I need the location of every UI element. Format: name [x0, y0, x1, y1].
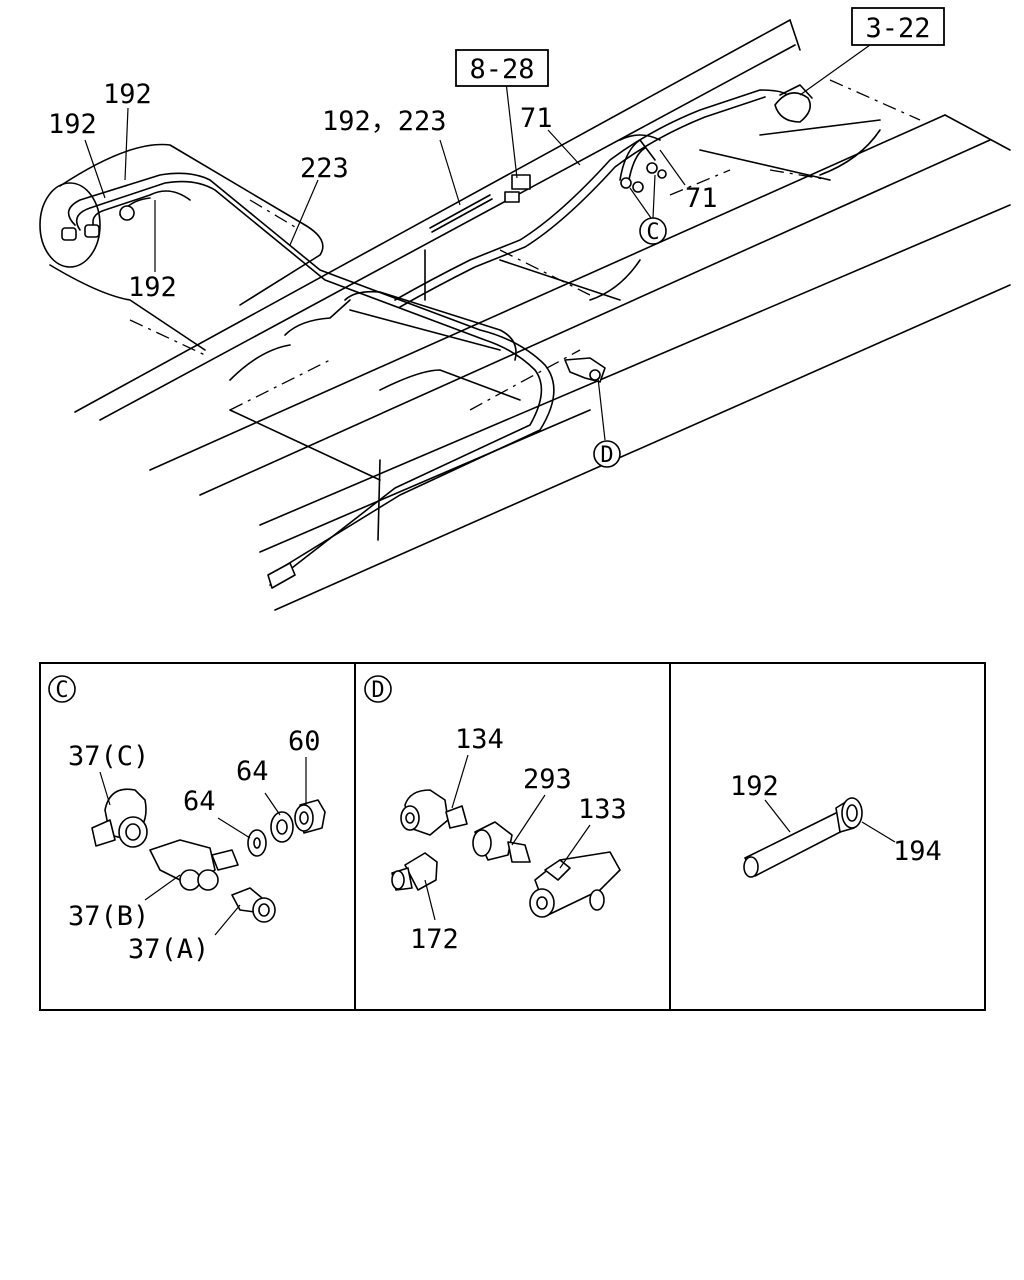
label-60: 60: [288, 726, 321, 757]
label-37c: 37(C): [68, 741, 149, 772]
detail-d-letter: D: [600, 443, 613, 468]
callout-192-left: 192: [48, 109, 97, 140]
part-37c: [91, 788, 148, 848]
callout-192-top: 192: [103, 79, 152, 110]
ref-8-28-label: 8-28: [469, 54, 534, 85]
part-60-nut: [294, 799, 326, 834]
part-172-plug: [391, 852, 438, 891]
label-293: 293: [523, 764, 572, 795]
part-64-washer-small: [247, 829, 267, 857]
panel-c: C: [48, 675, 326, 965]
label-172: 172: [410, 924, 459, 955]
part-37a: [231, 887, 276, 923]
part-133-tee: [529, 851, 621, 918]
detail-c-letter: C: [646, 220, 659, 245]
panel-c-letter: C: [55, 678, 68, 703]
air-pipes: [67, 89, 791, 589]
callout-192-223: 192，223: [322, 106, 447, 137]
part-64-washer: [270, 811, 294, 843]
label-133: 133: [578, 794, 627, 825]
part-194-fitting: [835, 797, 863, 833]
part-192-hose: [743, 811, 849, 878]
callout-223: 223: [300, 153, 349, 184]
label-64: 64: [236, 756, 269, 787]
chassis-frame: [74, 19, 1011, 611]
detail-marker-c: C: [639, 217, 667, 245]
label-64-small: 64: [183, 786, 216, 817]
ref-3-22-label: 3-22: [865, 13, 930, 44]
part-37b: [149, 839, 239, 891]
part-293-connector: [472, 821, 531, 863]
part-134-elbow: [400, 789, 468, 836]
label-134: 134: [455, 724, 504, 755]
callout-192-bottom: 192: [128, 272, 177, 303]
main-fittings: [61, 84, 813, 383]
label-194: 194: [893, 836, 942, 867]
panel-d: D 134 293: [364, 675, 627, 955]
label-37a: 37(A): [128, 934, 209, 965]
panel-d-title: D: [364, 675, 392, 703]
ref-box-8-28: 8-28: [455, 49, 549, 87]
callout-71-right: 71: [685, 183, 718, 214]
panel-d-letter: D: [371, 678, 384, 703]
label-192: 192: [730, 771, 779, 802]
callout-71-top: 71: [520, 103, 553, 134]
panel-hose: 192 194: [730, 771, 942, 878]
panel-c-title: C: [48, 675, 76, 703]
detail-panels-frame: [39, 662, 986, 1011]
main-leaders: [84, 44, 871, 441]
label-37b: 37(B): [68, 901, 149, 932]
ref-box-3-22: 3-22: [851, 7, 945, 46]
detail-marker-d: D: [593, 440, 621, 468]
air-tank: [39, 143, 324, 351]
